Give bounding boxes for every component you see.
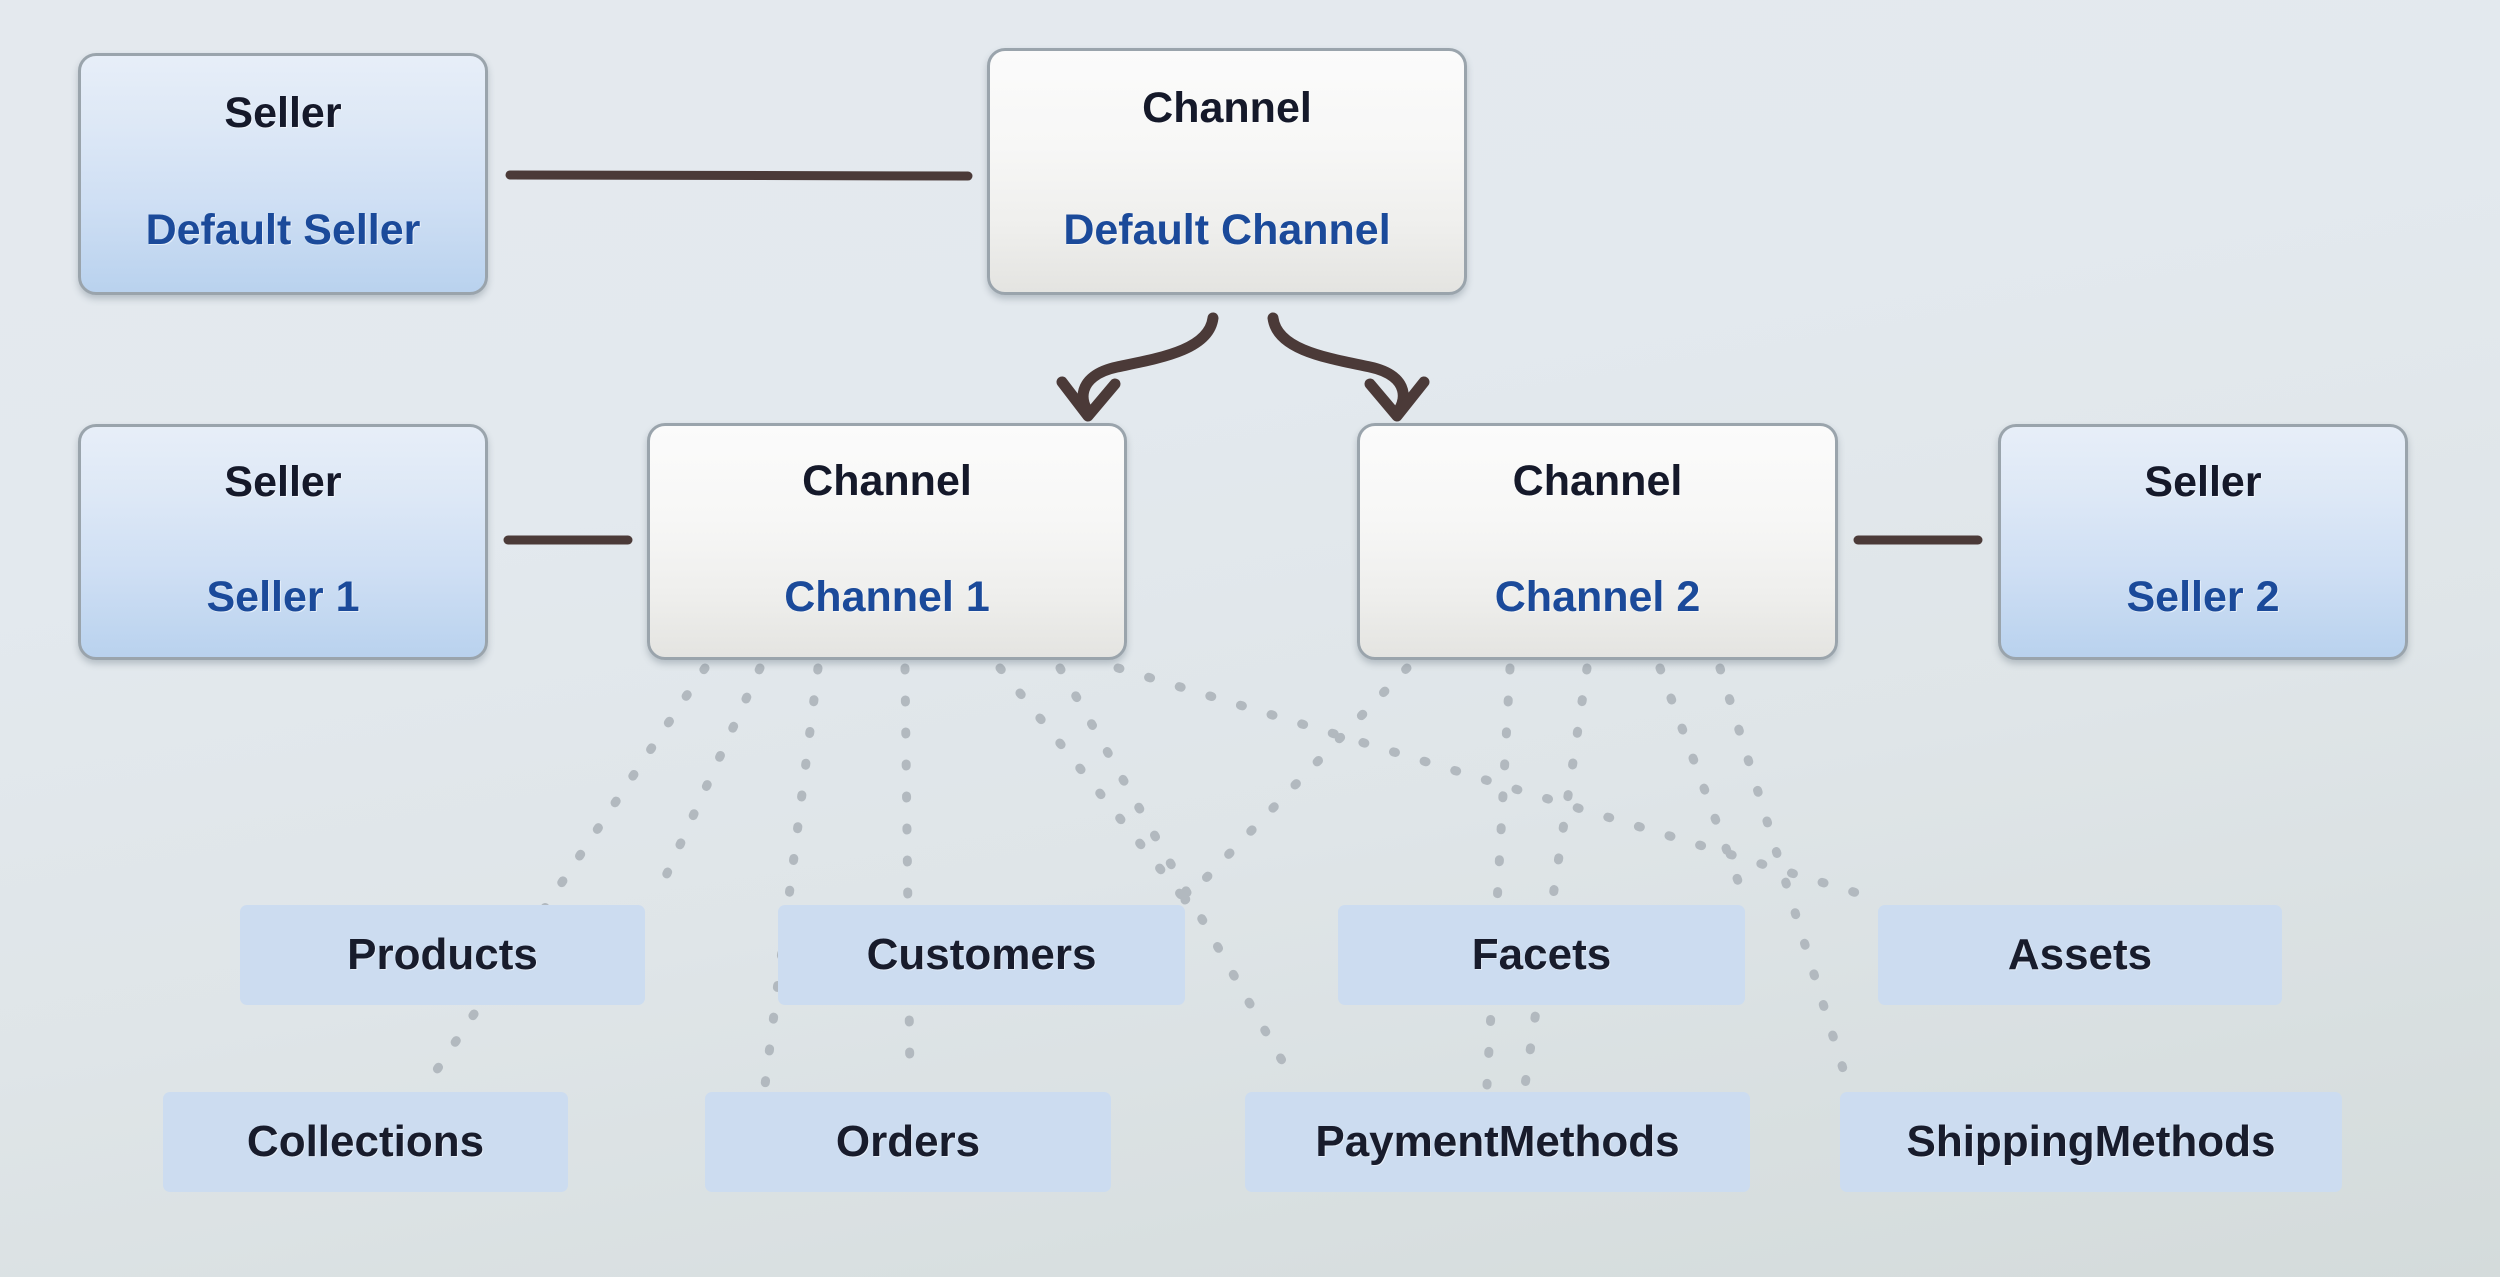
leaf-collections[interactable]: Collections xyxy=(163,1092,568,1192)
leaf-label: ShippingMethods xyxy=(1906,1117,2276,1166)
arrow-default-channel-to-channel2 xyxy=(1267,312,1409,419)
leaf-assets[interactable]: Assets xyxy=(1878,905,2282,1005)
node-name-label: Seller 1 xyxy=(206,573,360,621)
leaf-label: PaymentMethods xyxy=(1315,1117,1680,1166)
dotted-channel1-payment xyxy=(1055,663,1298,1085)
dotted-channel1-orders xyxy=(900,663,915,1085)
dotted-channel2-customers xyxy=(1180,663,1412,905)
dotted-channel2-facets xyxy=(1482,663,1515,1090)
node-name-label: Default Seller xyxy=(145,206,421,254)
leaf-label: Facets xyxy=(1471,930,1612,979)
dotted-edges-channel2 xyxy=(1180,663,1853,1090)
node-name-label: Default Channel xyxy=(1063,206,1391,254)
node-type-label: Seller xyxy=(2144,458,2262,506)
leaf-products[interactable]: Products xyxy=(240,905,645,1005)
dotted-channel1-facets xyxy=(995,663,1190,905)
inheritance-arrows xyxy=(1056,312,1430,422)
node-channel-2[interactable]: Channel Channel 2 xyxy=(1357,423,1838,660)
node-name-label: Seller 2 xyxy=(2126,573,2280,621)
dotted-channel1-collections xyxy=(425,663,710,1085)
node-name-label: Channel 1 xyxy=(784,573,990,621)
node-default-seller[interactable]: Seller Default Seller xyxy=(78,53,488,295)
leaf-facets[interactable]: Facets xyxy=(1338,905,1745,1005)
dotted-channel1-products xyxy=(650,663,765,905)
leaf-label: Assets xyxy=(2007,930,2153,979)
dotted-channel2-payment xyxy=(1520,663,1592,1090)
dotted-channel2-shipping xyxy=(1715,663,1853,1090)
leaf-label: Customers xyxy=(866,930,1097,979)
node-seller-1[interactable]: Seller Seller 1 xyxy=(78,424,488,660)
arrowhead-channel2 xyxy=(1364,376,1430,422)
node-name-label: Channel 2 xyxy=(1494,573,1701,621)
arrow-default-channel-to-channel1 xyxy=(1077,312,1219,419)
leaf-label: Orders xyxy=(835,1117,981,1166)
node-type-label: Seller xyxy=(224,458,342,506)
leaf-orders[interactable]: Orders xyxy=(705,1092,1111,1192)
node-type-label: Channel xyxy=(1512,457,1683,505)
dotted-channel2-assets xyxy=(1655,663,1750,905)
leaf-shippingmethods[interactable]: ShippingMethods xyxy=(1840,1092,2342,1192)
leaf-paymentmethods[interactable]: PaymentMethods xyxy=(1245,1092,1750,1192)
leaf-customers[interactable]: Customers xyxy=(778,905,1185,1005)
arrowhead-channel1 xyxy=(1056,376,1121,422)
edge-default-seller-default-channel xyxy=(505,170,973,181)
leaf-label: Collections xyxy=(246,1117,485,1166)
node-default-channel[interactable]: Channel Default Channel xyxy=(987,48,1467,295)
leaf-label: Products xyxy=(347,930,538,979)
node-seller-2[interactable]: Seller Seller 2 xyxy=(1998,424,2408,660)
dotted-channel1-customers xyxy=(760,663,823,1090)
node-type-label: Seller xyxy=(224,89,342,137)
node-type-label: Channel xyxy=(802,457,972,505)
dotted-channel1-assets xyxy=(1113,663,1885,905)
node-type-label: Channel xyxy=(1142,84,1312,132)
node-channel-1[interactable]: Channel Channel 1 xyxy=(647,423,1127,660)
dotted-edges-channel1 xyxy=(425,663,1885,1090)
